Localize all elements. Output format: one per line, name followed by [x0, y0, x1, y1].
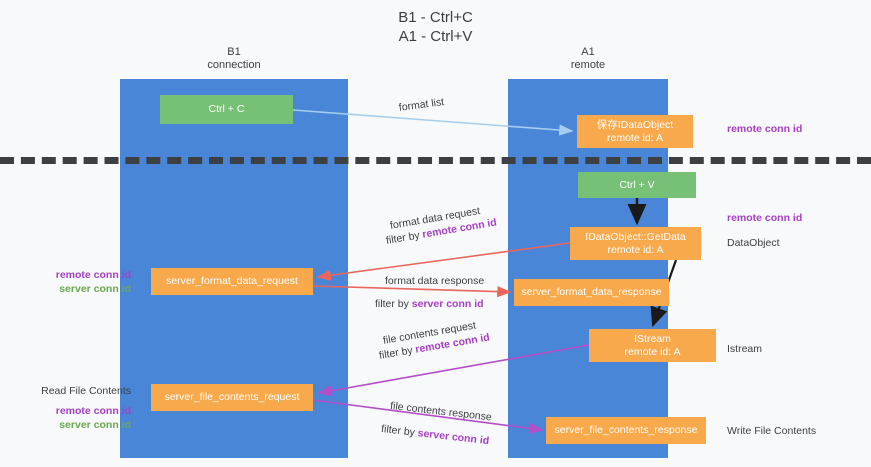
annotation-remote-conn-id-left-top: remote conn id	[55, 269, 131, 281]
lane-header-a1-sub: remote	[570, 59, 606, 71]
filter-key-server-conn-id: server conn id	[417, 427, 490, 448]
edge-label-format-data-response-filter: filter by server conn id	[375, 297, 484, 311]
lane-header-b1-name: B1	[227, 46, 241, 58]
filter-key-server-conn-id: server conn id	[411, 298, 484, 310]
edge-label-format-data-response-text: format data response	[385, 275, 485, 287]
node-server-file-contents-request-label: server_file_contents_request	[164, 391, 300, 403]
node-idataobject[interactable]: 保存IDataObject remote id: A	[577, 115, 693, 148]
annotation-istream: Istream	[727, 343, 763, 355]
node-getdata-subtitle: remote id: A	[607, 243, 664, 256]
lane-header-b1-sub: connection	[207, 59, 261, 71]
node-server-file-contents-request[interactable]: server_file_contents_request	[151, 384, 313, 411]
node-server-format-data-request-label: server_format_data_request	[166, 275, 298, 287]
annotation-server-conn-id-left-bottom: server conn id	[59, 419, 131, 431]
edge-label-file-contents-response-filter: filter by server conn id	[380, 422, 490, 448]
node-ctrl-c[interactable]: Ctrl + C	[160, 95, 293, 124]
node-istream-title: IStream	[634, 332, 671, 345]
edge-label-file-contents-response: file contents response	[389, 399, 493, 424]
lane-header-a1-name: A1	[581, 46, 595, 58]
annotation-read-file-contents: Read File Contents	[41, 385, 131, 397]
node-ctrl-v-label: Ctrl + V	[619, 178, 655, 191]
node-istream-subtitle: remote id: A	[624, 345, 681, 358]
node-ctrl-v[interactable]: Ctrl + V	[578, 172, 696, 198]
annotation-remote-conn-id-top: remote conn id	[727, 123, 803, 135]
node-server-format-data-request[interactable]: server_format_data_request	[151, 268, 313, 295]
node-ctrl-c-label: Ctrl + C	[208, 103, 245, 115]
annotation-remote-conn-id-left-bottom: remote conn id	[55, 405, 131, 417]
node-server-file-contents-response-label: server_file_contents_response	[554, 424, 698, 436]
annotation-left-conn-ids-bottom: Read File Contents remote conn id server…	[41, 384, 131, 432]
edge-label-format-list-text: format list	[398, 96, 445, 114]
node-server-file-contents-response[interactable]: server_file_contents_response	[546, 417, 706, 444]
edge-label-file-contents-response-text: file contents response	[389, 399, 493, 424]
filter-prefix: filter by	[380, 422, 419, 440]
node-idataobject-getdata[interactable]: IDataObject::GetData remote id: A	[570, 227, 701, 260]
phase-divider	[0, 157, 871, 164]
lane-header-a1: A1 remote	[508, 46, 668, 72]
title-line-2: A1 - Ctrl+V	[398, 28, 473, 45]
annotation-remote-conn-id-mid: remote conn id	[727, 212, 803, 224]
edge-label-format-list: format list	[398, 95, 445, 115]
filter-prefix: filter by	[375, 298, 412, 310]
title-line-1: B1 - Ctrl+C	[398, 9, 473, 26]
page-title: B1 - Ctrl+C A1 - Ctrl+V	[0, 8, 871, 46]
annotation-left-conn-ids-top: remote conn id server conn id	[56, 268, 131, 296]
annotation-write-file-contents: Write File Contents	[727, 425, 817, 437]
lane-header-b1: B1 connection	[120, 46, 348, 72]
node-server-format-data-response[interactable]: server_format_data_response	[514, 279, 669, 306]
node-server-format-data-response-label: server_format_data_response	[521, 286, 662, 298]
node-getdata-title: IDataObject::GetData	[585, 230, 686, 243]
annotation-server-conn-id-left-top: server conn id	[59, 283, 131, 295]
edge-label-format-data-response: format data response	[385, 274, 484, 288]
node-istream[interactable]: IStream remote id: A	[589, 329, 716, 362]
annotation-dataobject: DataObject	[727, 237, 780, 249]
node-idataobject-subtitle: remote id: A	[606, 131, 664, 144]
node-idataobject-title: 保存IDataObject	[596, 118, 674, 131]
